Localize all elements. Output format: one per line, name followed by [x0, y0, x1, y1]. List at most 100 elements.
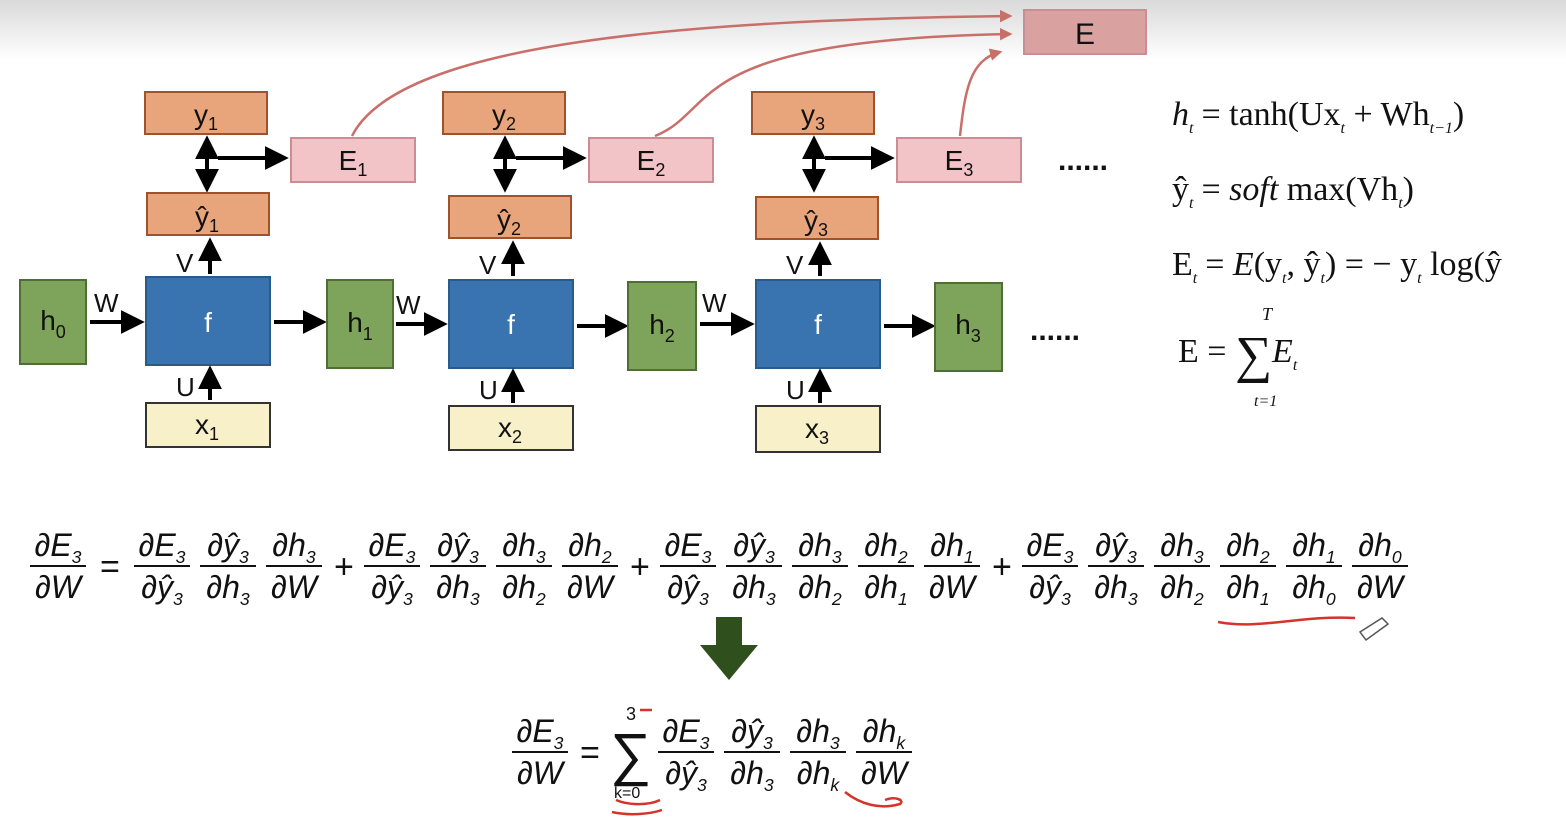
chain-term-4-factor-2: ∂ŷ3∂h3: [1088, 527, 1144, 609]
chain-term-3-factor-3: ∂h3∂h2: [792, 527, 848, 609]
curve-E3: [958, 48, 1003, 137]
chain-term-1-factor-1-num: ∂E3: [139, 527, 186, 567]
h2-label: h2: [649, 309, 675, 346]
chain-term-3-factor-1-num: ∂E3: [665, 527, 712, 567]
chain-term-4-factor-4-num: ∂h2: [1226, 527, 1270, 567]
chain-term-4-factor-1-num: ∂E3: [1027, 527, 1074, 567]
E1-box: [290, 137, 416, 183]
W3-label: W: [702, 288, 727, 318]
summary-sum-symbol: ∑: [610, 722, 651, 787]
chain-term-3-factor-5-num: ∂h1: [930, 527, 973, 567]
chain-term-4-factor-1-den: ∂ŷ3: [1029, 569, 1071, 609]
annot-underline-chain: [1217, 616, 1356, 626]
chain-term-3-factor-1: ∂E3∂ŷ3: [660, 527, 716, 609]
chain-term-3-factor-2: ∂ŷ3∂h3: [726, 527, 782, 609]
total-loss-label: E: [1075, 18, 1095, 51]
f3-label: f: [814, 309, 822, 340]
summary-factor-2-num: ∂ŷ3: [731, 713, 773, 753]
chain-term-4-factor-6-num: ∂h0: [1358, 527, 1402, 567]
y2-label: y2: [492, 99, 516, 134]
chain-term-1-factor-3-den: ∂W: [271, 569, 320, 605]
chain-lhs: ∂E3∂W: [30, 527, 86, 605]
chain-term-4-factor-5-den: ∂h0: [1292, 569, 1336, 609]
chain-term-2-factor-2: ∂ŷ3∂h3: [430, 527, 486, 609]
chain-plus-2: +: [630, 548, 650, 586]
chain-term-2-factor-4-den: ∂W: [567, 569, 616, 605]
curve-E2: [654, 27, 1013, 138]
chain-term-4-factor-3-den: ∂h2: [1160, 569, 1204, 609]
chain-term-3-factor-4-den: ∂h1: [864, 569, 907, 609]
chain-term-4-factor-3-num: ∂h3: [1160, 527, 1204, 567]
total-loss-node: E: [1023, 9, 1147, 55]
chain-lhs-num: ∂E3: [35, 527, 82, 567]
summary-factor-4-den: ∂W: [861, 755, 910, 791]
chain-term-2-factor-2-den: ∂h3: [436, 569, 480, 609]
chain-term-4-factor-2-den: ∂h3: [1094, 569, 1138, 609]
chain-term-3-factor-1-den: ∂ŷ3: [667, 569, 709, 609]
rnn-step-1: y1 E1 ŷ1 V f W U x1 h1: [90, 91, 416, 448]
rnn-step-3: y3 E3 ŷ3 V f W U x3 h3: [700, 91, 1022, 453]
summary-lhs-num: ∂E3: [517, 713, 564, 753]
summary-factor-4: ∂hk∂W: [856, 713, 912, 791]
annot-underline-k0: [615, 798, 661, 806]
summary-factor-1-num: ∂E3: [663, 713, 710, 753]
top-shade: [0, 0, 1566, 60]
loss-curves: [350, 9, 1013, 138]
chain-term-3-factor-2-num: ∂ŷ3: [733, 527, 775, 567]
chain-plus-1: +: [334, 548, 354, 586]
chain-term-4-factor-6: ∂h0∂W: [1352, 527, 1408, 605]
chain-term-3-factor-4-num: ∂h2: [864, 527, 908, 567]
chain-term-3-factor-5-den: ∂W: [929, 569, 978, 605]
down-arrow-icon: [700, 617, 758, 680]
yhat1-label: ŷ1: [195, 201, 219, 236]
summary-factor-1: ∂E3∂ŷ3: [658, 713, 714, 795]
chain-rule-equation: ∂E3∂W=∂E3∂ŷ3∂ŷ3∂h3∂h3∂W+∂E3∂ŷ3∂ŷ3∂h3∂h3∂…: [30, 527, 1408, 609]
summary-factor-3-den: ∂hk: [797, 755, 841, 795]
chain-term-4-factor-2-num: ∂ŷ3: [1095, 527, 1137, 567]
eq-ht: ht= tanh(Uxt + Wht−1): [1172, 96, 1464, 137]
y1-box: [144, 91, 268, 135]
pen-icon: [1358, 617, 1390, 642]
chain-term-2-factor-1-num: ∂E3: [369, 527, 416, 567]
chain-term-4-factor-6-den: ∂W: [1357, 569, 1406, 605]
rnn-step-2: y2 E2 ŷ2 V f W U x2 h2: [396, 91, 714, 451]
summary-equals: =: [580, 734, 600, 772]
x2-box: [448, 405, 574, 451]
x1-label: x1: [195, 409, 219, 444]
eq-sum-bot: t=1: [1254, 393, 1277, 410]
ellipsis-bottom: ......: [1030, 314, 1080, 347]
summary-factor-2: ∂ŷ3∂h3: [724, 713, 780, 795]
chain-term-1-factor-2-num: ∂ŷ3: [207, 527, 249, 567]
summary-sum-bot: k=0: [614, 785, 640, 802]
chain-term-1-factor-3: ∂h3∂W: [266, 527, 322, 605]
summary-equation: ∂E3∂W=∑3k=0∂E3∂ŷ3∂ŷ3∂h3∂h3∂hk∂hk∂W: [512, 704, 912, 802]
E1-label: E1: [339, 145, 368, 180]
summary-lhs-den: ∂W: [517, 755, 566, 791]
chain-term-2-factor-3: ∂h3∂h2: [496, 527, 552, 609]
chain-lhs-den: ∂W: [35, 569, 84, 605]
h1-box: [326, 279, 394, 369]
V2-label: V: [479, 250, 497, 280]
chain-term-3-factor-3-num: ∂h3: [798, 527, 842, 567]
h2-box: [627, 281, 697, 371]
ellipsis-top: ......: [1058, 144, 1108, 177]
chain-term-4-factor-1: ∂E3∂ŷ3: [1022, 527, 1078, 609]
U3-label: U: [786, 375, 805, 405]
chain-term-4-factor-3: ∂h3∂h2: [1154, 527, 1210, 609]
chain-term-1-factor-2-den: ∂h3: [206, 569, 250, 609]
summary-factor-2-den: ∂h3: [730, 755, 774, 795]
yhat3-box: [755, 196, 879, 240]
eq-E-sum: E = ∑Et: [1178, 327, 1298, 384]
E2-label: E2: [637, 145, 666, 180]
rnn-equations: ht= tanh(Uxt + Wht−1) ŷt= soft max(Vht) …: [1172, 96, 1502, 410]
f2-label: f: [507, 309, 515, 340]
yhat1-box: [146, 192, 270, 236]
E2-box: [588, 137, 714, 183]
chain-term-2-factor-1: ∂E3∂ŷ3: [364, 527, 420, 609]
chain-term-3-factor-2-den: ∂h3: [732, 569, 776, 609]
W1-label: W: [94, 288, 119, 318]
chain-term-4-factor-5: ∂h1∂h0: [1286, 527, 1342, 609]
y3-label: y3: [801, 99, 825, 134]
